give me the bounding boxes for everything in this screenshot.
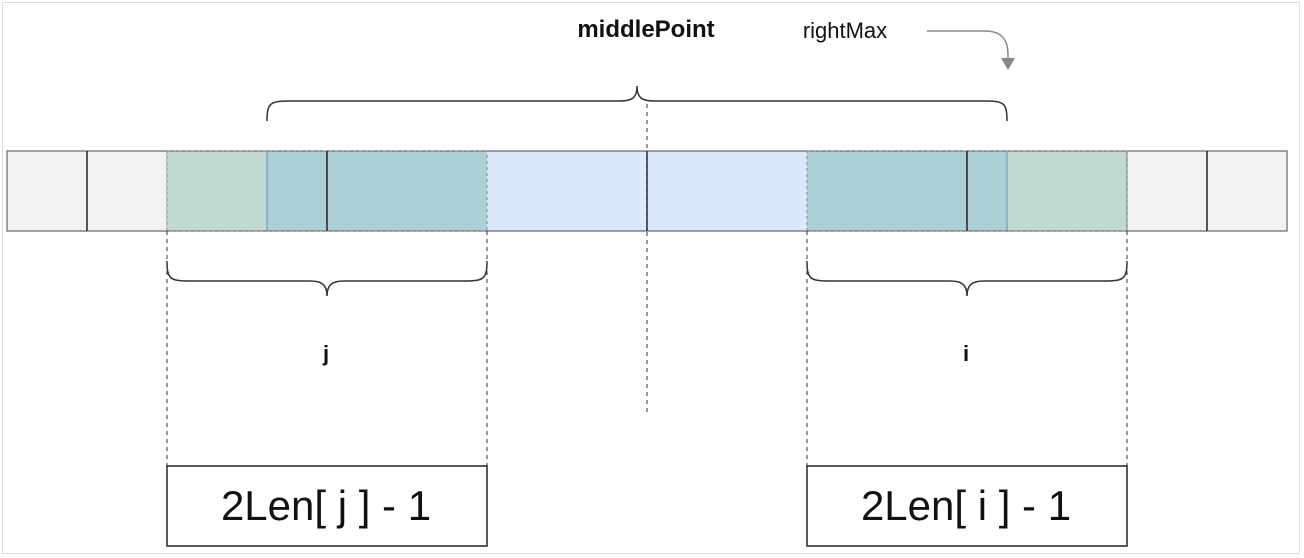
right-max-arrowhead [1001,58,1015,70]
top-brace [266,85,1008,122]
right-max-arrow [927,30,1009,60]
box-len-i [806,465,1128,547]
box-len-j [166,465,488,547]
cell-gray-left-1 [6,150,88,232]
brace-i [806,260,1128,297]
cell-gray-left-2 [86,150,168,232]
box-len-i-label: 2Len[ i ] - 1 [861,482,1071,529]
brace-j [166,260,488,297]
box-len-j-label: 2Len[ j ] - 1 [221,482,431,529]
palindrome-i-overlap [807,151,1007,231]
j-label: j [322,341,329,366]
middle-point-label: middlePoint [577,16,714,43]
palindrome-j-green [167,151,267,231]
palindrome-j-overlap [267,151,487,231]
palindrome-i-green [1007,151,1127,231]
cell-gray-right-2 [1206,150,1288,232]
cell-gray-right-1 [1126,150,1208,232]
i-label: i [963,341,969,366]
right-max-label: rightMax [803,18,887,43]
